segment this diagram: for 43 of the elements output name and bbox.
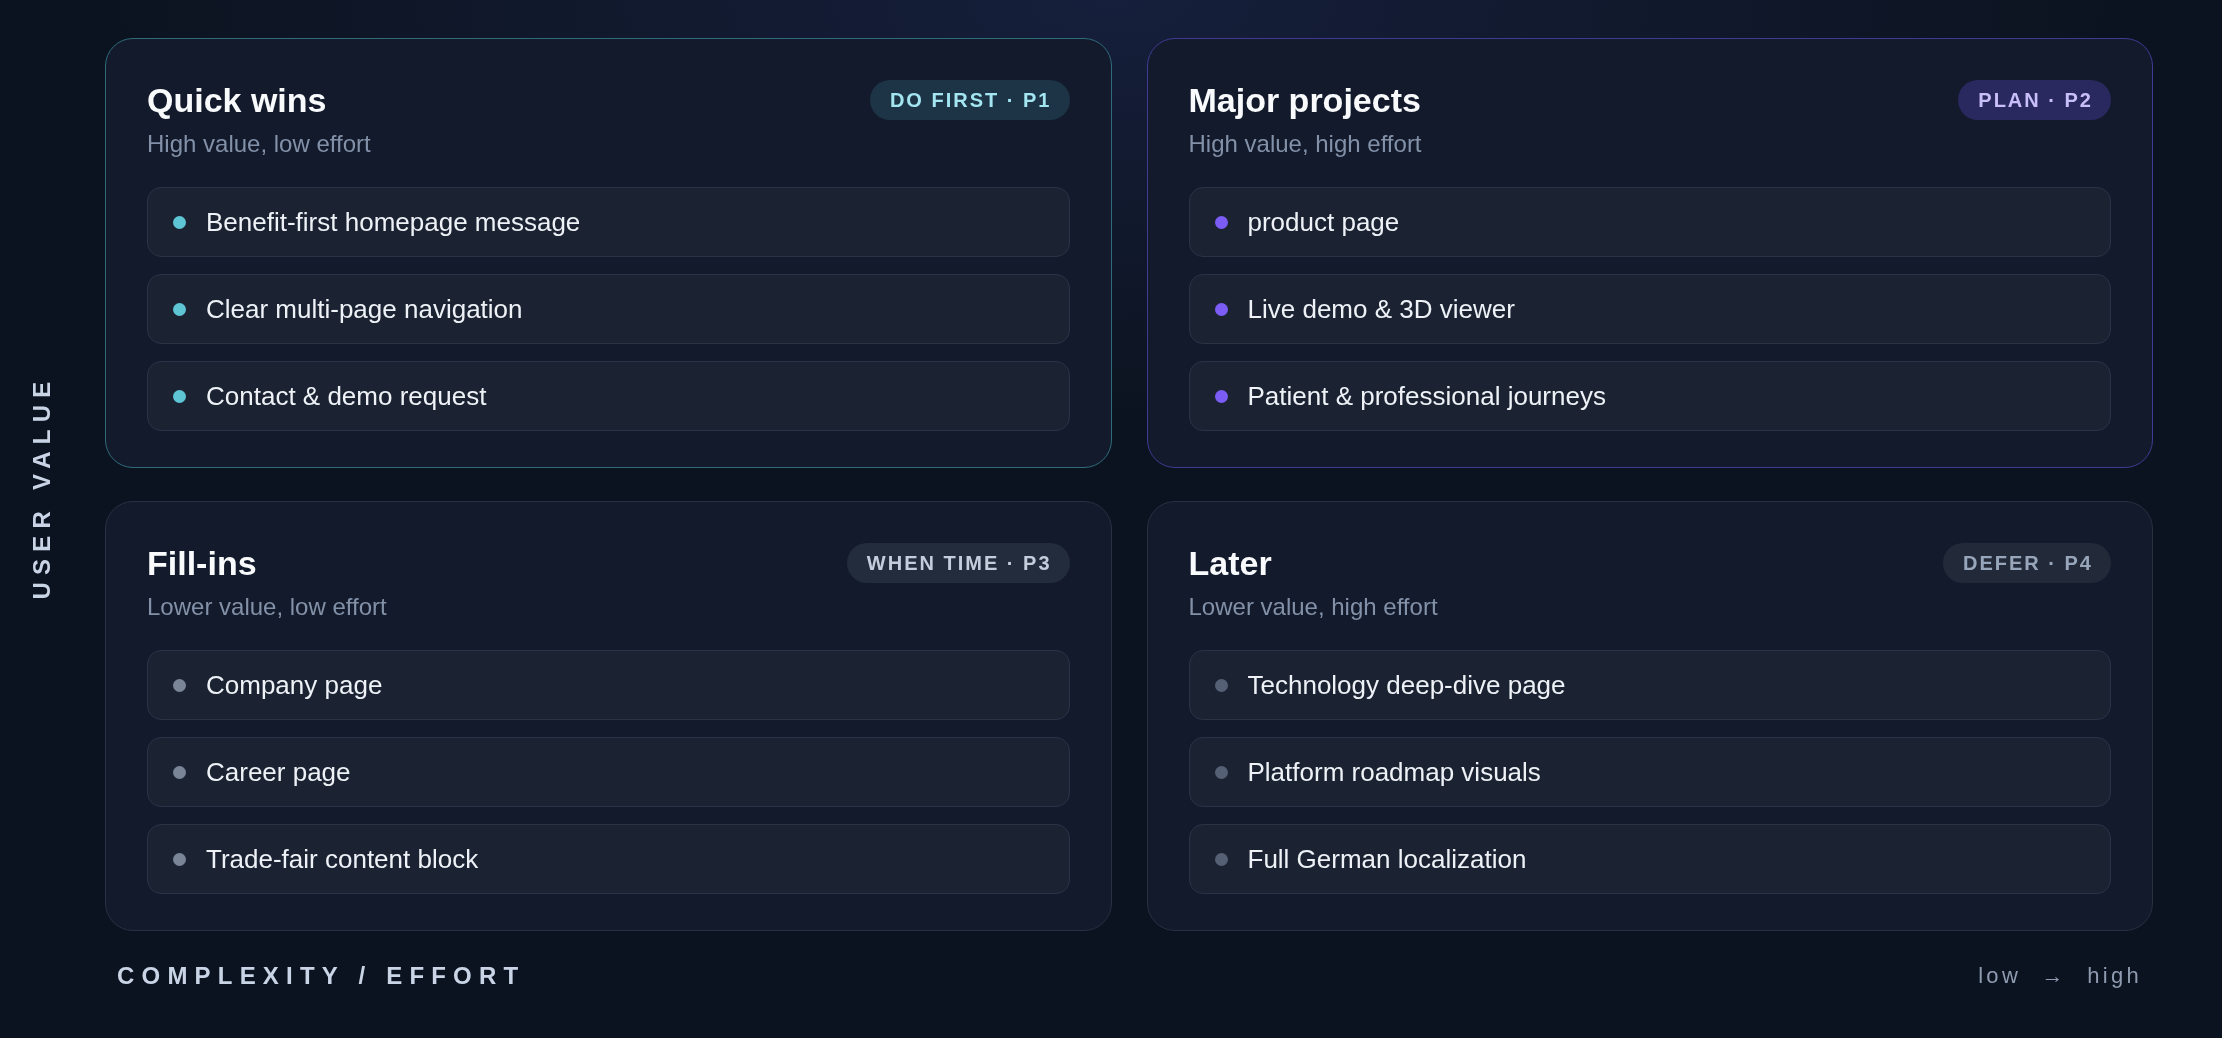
task-row <box>1188 187 2111 257</box>
task-label: Trade-fair content block <box>206 843 479 875</box>
quadrant-card <box>1146 501 2153 931</box>
quadrant-subtitle: Lower value, low effort <box>147 593 388 621</box>
task-row <box>1188 824 2111 894</box>
task-label: Benefit-first homepage message <box>206 206 581 238</box>
quadrant-title: Later <box>1188 543 1272 584</box>
task-row <box>147 274 1070 344</box>
task-label: Live demo & 3D viewer <box>1247 293 1515 325</box>
quadrant-title: Major projects <box>1188 80 1421 121</box>
task-row <box>147 361 1070 431</box>
task-row <box>1188 650 2111 720</box>
task-row <box>147 187 1070 257</box>
task-label: Contact & demo request <box>206 380 487 412</box>
axis-label: USER VALUE <box>28 374 56 600</box>
priority-badge: WHEN TIME · P3 <box>846 543 1070 583</box>
task-row <box>1188 737 2111 807</box>
quadrant-card <box>105 501 1112 931</box>
quadrant-subtitle: Lower value, high effort <box>1188 593 1439 621</box>
quadrant-card <box>1146 38 2153 468</box>
quadrant-title: Quick wins <box>147 80 327 121</box>
quadrant-subtitle: High value, low effort <box>147 130 372 158</box>
task-label: Full German localization <box>1247 843 1527 875</box>
task-row <box>1188 274 2111 344</box>
task-label: product page <box>1247 206 1400 238</box>
task-row <box>147 737 1070 807</box>
axis-label: COMPLEXITY / EFFORT <box>117 961 526 991</box>
quadrant-title: Fill-ins <box>147 543 257 584</box>
task-label: Company page <box>206 669 383 701</box>
task-label: Career page <box>206 756 351 788</box>
task-row <box>147 824 1070 894</box>
quadrant-subtitle: High value, high effort <box>1188 130 1423 158</box>
priority-badge: PLAN · P2 <box>1958 80 2111 120</box>
task-row <box>147 650 1070 720</box>
task-label: Platform roadmap visuals <box>1247 756 1541 788</box>
axis-scale-label: low → high <box>1978 962 2142 990</box>
task-label: Technology deep-dive page <box>1247 669 1566 701</box>
priority-badge: DO FIRST · P1 <box>869 80 1070 120</box>
quadrant-card <box>105 38 1112 468</box>
priority-badge: DEFER · P4 <box>1942 543 2111 583</box>
task-row <box>1188 361 2111 431</box>
task-label: Patient & professional journeys <box>1247 380 1606 412</box>
task-label: Clear multi-page navigation <box>206 293 523 325</box>
